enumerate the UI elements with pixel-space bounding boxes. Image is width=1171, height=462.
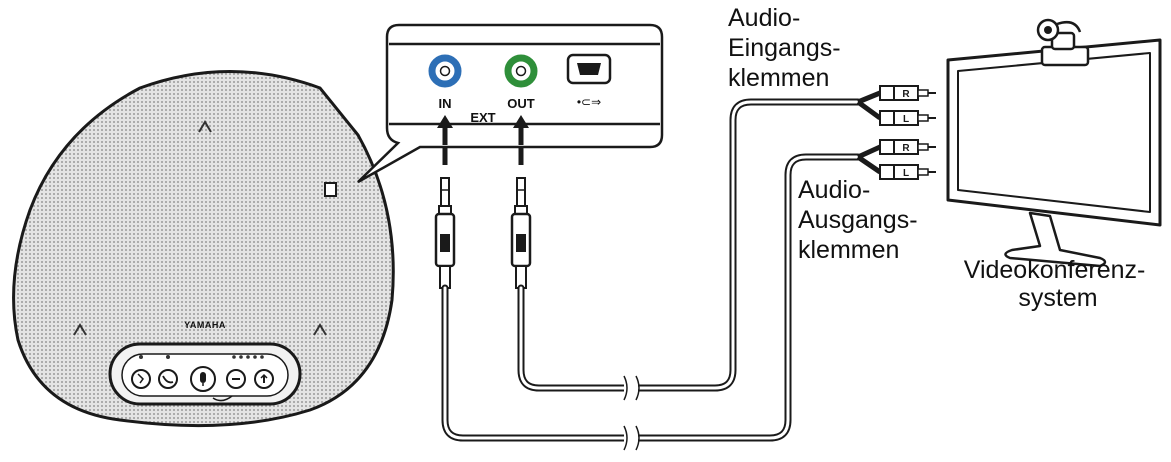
rca-plug-icon: R — [879, 85, 936, 101]
hold-arc-icon — [212, 395, 233, 402]
rca-plug-icon: L — [879, 164, 936, 180]
speaker-brand: YAMAHA — [184, 320, 226, 330]
out-jack-icon — [504, 54, 538, 88]
jack-panel-callout: IN OUT EXT •⊂⇒ — [357, 23, 664, 184]
webcam-icon — [1036, 18, 1090, 67]
videoconf-line-1: Videokonferenz- — [964, 256, 1146, 284]
in-jack-icon — [428, 54, 462, 88]
side-indicator — [324, 182, 337, 197]
ext-label: EXT — [470, 110, 495, 125]
videoconf-line-2: system — [1018, 284, 1097, 312]
usb-port-icon — [566, 53, 612, 85]
svg-text:R: R — [902, 89, 910, 100]
bluetooth-button — [131, 369, 151, 389]
audio-plug-icon — [434, 177, 456, 289]
in-arrow-head — [437, 115, 453, 128]
led-dot — [139, 355, 143, 359]
out-arrow-head — [513, 115, 529, 128]
rca-plug-icon: L — [879, 110, 936, 126]
svg-text:L: L — [903, 168, 909, 179]
input-terminals-line-2: Eingangs- — [728, 34, 841, 62]
mic-marker-top — [198, 120, 212, 133]
volume-up-button — [254, 369, 274, 389]
rca-plug-group-upper: R L — [856, 85, 936, 126]
out-label: OUT — [507, 96, 535, 111]
conference-speakerphone-icon: YAMAHA — [12, 70, 395, 428]
audio-plug-icon — [510, 177, 532, 289]
cable-out-inner — [519, 100, 860, 390]
cable-in-inner — [443, 155, 860, 440]
input-terminals-line-3: klemmen — [728, 64, 829, 92]
mic-marker-right — [313, 323, 327, 336]
monitor-stand — [1004, 211, 1107, 268]
led-dot — [239, 355, 243, 359]
led-dot — [166, 355, 170, 359]
led-dot — [232, 355, 236, 359]
cable-in — [441, 153, 862, 442]
output-terminals-line-1: Audio- — [798, 176, 870, 204]
input-terminals-line-1: Audio- — [728, 4, 800, 32]
mic-marker-left — [73, 323, 87, 336]
led-dot — [253, 355, 257, 359]
led-dot — [260, 355, 264, 359]
volume-down-button — [226, 369, 246, 389]
input-terminals-label: Audio- Eingangs- klemmen — [728, 4, 848, 92]
cable-break-mark — [623, 375, 640, 401]
speaker-body — [12, 70, 395, 428]
output-terminals-line-2: Ausgangs- — [798, 206, 918, 234]
led-dot — [246, 355, 250, 359]
usb-icon: •⊂⇒ — [577, 95, 601, 109]
cable-break-mark — [623, 425, 640, 451]
monitor-icon — [946, 38, 1162, 268]
call-button — [158, 369, 178, 389]
output-terminals-line-3: klemmen — [798, 236, 899, 264]
output-terminals-label: Audio- Ausgangs- klemmen — [798, 176, 924, 264]
rca-plug-group-lower: R L — [856, 139, 936, 180]
svg-text:L: L — [903, 114, 909, 125]
in-label: IN — [439, 96, 452, 111]
videoconf-label: Videokonferenz- system — [964, 256, 1153, 312]
rca-plug-icon: R — [879, 139, 936, 155]
mute-button — [190, 366, 216, 392]
svg-text:R: R — [902, 143, 910, 154]
